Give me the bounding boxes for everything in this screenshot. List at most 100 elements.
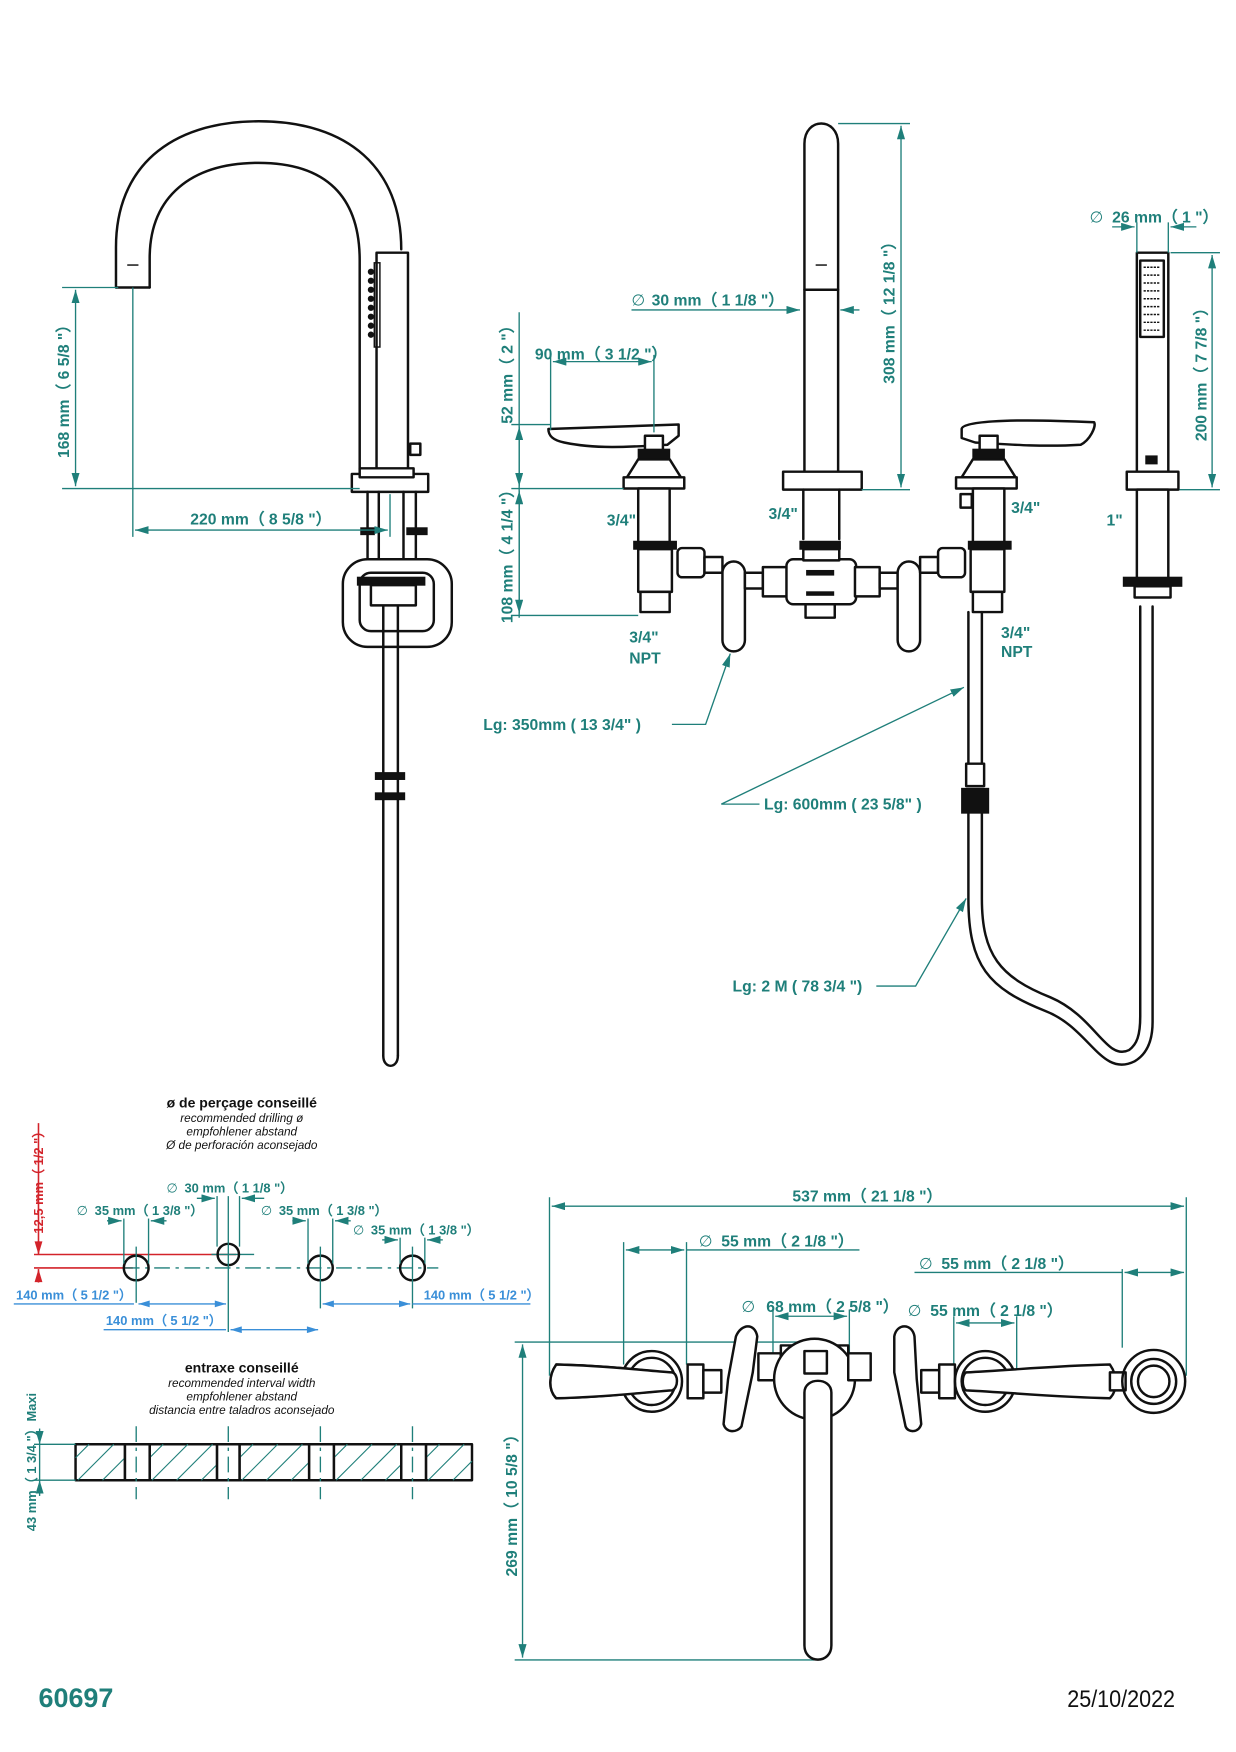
left-valve-flange <box>622 476 686 490</box>
hose-ferrule <box>964 762 986 788</box>
shower-holder-nut <box>1122 576 1183 587</box>
hatch-line <box>335 1443 373 1481</box>
hose-600-label: Lg: 600mm ( 23 5/8" ) <box>764 797 922 814</box>
spout-reach-label: 220 mm（ 8 5/8 "） <box>190 510 331 528</box>
center-spout-outline <box>803 122 840 473</box>
spout-height-label: 168 mm（ 6 5/8 "） <box>55 317 73 458</box>
diameter-icon: ∅ <box>261 1204 272 1219</box>
diameter-icon: ∅ <box>908 1301 922 1320</box>
left-union-pipe <box>703 555 724 575</box>
diameter-icon: ∅ <box>353 1223 364 1238</box>
hatch-line <box>77 1443 115 1481</box>
left-hose-loop <box>721 560 747 653</box>
left-valve-outlet <box>639 590 671 614</box>
shower-nozzle-dots <box>367 268 375 338</box>
max-label: Maxi <box>24 1393 39 1422</box>
deck-collar <box>358 467 415 479</box>
left-plan-hose-loop <box>722 1325 759 1433</box>
spout-rosette-label: 68 mm（ 2 5/8 "） <box>766 1298 898 1316</box>
right-valve-clip <box>959 492 974 509</box>
right-valve-body <box>969 547 1006 594</box>
hose-350-label: Lg: 350mm ( 13 3/4" ) <box>483 717 641 734</box>
right-union-pipe <box>918 555 940 575</box>
right-valve-cap <box>960 458 1017 479</box>
diameter-icon: ∅ <box>167 1182 178 1197</box>
spacing-right-label: 140 mm（ 5 1/2 "） <box>424 1287 540 1302</box>
spout-inner-outline <box>148 161 361 471</box>
center-hole-label: 30 mm（ 1 1/8 "） <box>184 1181 293 1196</box>
document-date: 25/10/2022 <box>1067 1686 1175 1712</box>
nut-1 <box>360 527 375 536</box>
shower-holder-flange <box>1125 470 1180 491</box>
shower-diameter-label: 26 mm（ 1 "） <box>1112 208 1218 226</box>
hatch-line <box>102 1457 126 1481</box>
left-valve-band <box>637 448 671 460</box>
thread-left-label: 3/4" <box>607 513 636 530</box>
drilling-subtitle-de: empfohlener abstand <box>186 1125 297 1138</box>
deck-slab <box>74 1426 474 1500</box>
right-valve-shank <box>971 487 1006 544</box>
total-width-label: 537 mm（ 21 1/8 "） <box>792 1188 942 1206</box>
hand-shower-nozzles <box>1143 266 1161 331</box>
deck-segment <box>238 1443 311 1482</box>
hole-gap <box>307 1443 336 1482</box>
spout-outline <box>114 120 403 289</box>
right-cross-pipe <box>878 571 899 590</box>
hatch-line <box>266 1443 303 1481</box>
hole-gap <box>123 1443 151 1482</box>
drilling-subtitle-en: recommended drilling ø <box>180 1112 303 1125</box>
right-rosette-label: 55 mm（ 2 1/8 "） <box>930 1302 1062 1320</box>
diameter-icon: ∅ <box>1090 207 1104 226</box>
handle-length-label: 90 mm（ 3 1/2 "） <box>535 345 667 363</box>
valve-height-label: 108 mm（ 4 1/4 "） <box>498 482 516 623</box>
spacing-left-label: 140 mm（ 5 1/2 "） <box>16 1287 132 1302</box>
right-plan-hose-loop <box>893 1325 923 1433</box>
diverter-knob <box>408 442 422 457</box>
shower-holder-shank <box>1135 488 1170 581</box>
hatch-line <box>176 1443 213 1481</box>
shower-plan-mid <box>1130 1357 1178 1406</box>
right-lever-plan <box>961 1363 1118 1400</box>
shower-rosette-label: 55 mm（ 2 1/8 "） <box>941 1255 1073 1273</box>
shower-hose-loop-outer <box>967 605 1154 1066</box>
offset-label: 12,5 mm（ 1/2 "） <box>31 1125 46 1234</box>
left-lever-plan-top <box>549 1363 679 1400</box>
diameter-icon: ∅ <box>77 1204 88 1219</box>
plan-view: 537 mm（ 21 1/8 "） ∅ 55 mm（ 2 1/8 "） ∅ 55… <box>503 1188 1187 1661</box>
left-hole-label: 35 mm（ 1 3/8 "） <box>95 1203 204 1218</box>
side-view: 168 mm（ 6 5/8 "） 220 mm（ 8 5/8 "） <box>55 120 454 1068</box>
left-rosette-label: 55 mm（ 2 1/8 "） <box>721 1233 853 1251</box>
pipe-nut-2 <box>374 792 406 801</box>
interval-subtitle-es: distancia entre taladros aconsejado <box>149 1404 335 1417</box>
hose-2m-label: Lg: 2 M ( 78 3/4 ") <box>733 979 863 996</box>
hand-shower-button <box>1145 455 1158 465</box>
npt-right-size: 3/4" <box>1001 625 1030 642</box>
shower-holder-body <box>375 251 410 475</box>
right-valve-outlet <box>971 590 1004 614</box>
spout-diameter-label: 30 mm（ 1 1/8 "） <box>652 291 784 309</box>
handle-height-label: 52 mm（ 2 "） <box>498 318 516 424</box>
mixer-body <box>785 558 858 606</box>
left-plan-pipe <box>702 1368 723 1394</box>
hatch-line <box>427 1443 465 1481</box>
leader-hose-600 <box>721 686 965 805</box>
shower-hose-loop-inner <box>980 605 1142 1054</box>
thickness-label: 43 mm（ 1 3/4 "） <box>24 1422 39 1531</box>
depth-label: 269 mm（ 10 5/8 "） <box>503 1427 521 1577</box>
shower-plan-outer <box>1121 1348 1187 1415</box>
drilling-subtitle-es: Ø de perforación aconsejado <box>165 1139 318 1152</box>
drilling-section: ø de perçage conseillé recommended drill… <box>13 1094 540 1334</box>
mixer-mark-1 <box>806 569 835 576</box>
shower-plan-inner <box>1136 1364 1171 1399</box>
right-mixer-pipe <box>846 1352 872 1382</box>
hatch-line <box>333 1443 348 1459</box>
hatch-line <box>290 1461 310 1481</box>
hatch-line <box>385 1464 402 1481</box>
front-view: 90 mm（ 3 1/2 "） 52 mm（ 2 "） 108 mm（ 4 1/… <box>483 122 1220 1066</box>
hatch-line <box>239 1443 254 1459</box>
hatch-line <box>149 1443 164 1459</box>
mid-hole-label: 35 mm（ 1 3/8 "） <box>279 1203 388 1218</box>
spacing-center-label: 140 mm（ 5 1/2 "） <box>106 1313 222 1328</box>
diameter-icon: ∅ <box>699 1232 713 1251</box>
hatch-line <box>425 1443 440 1459</box>
